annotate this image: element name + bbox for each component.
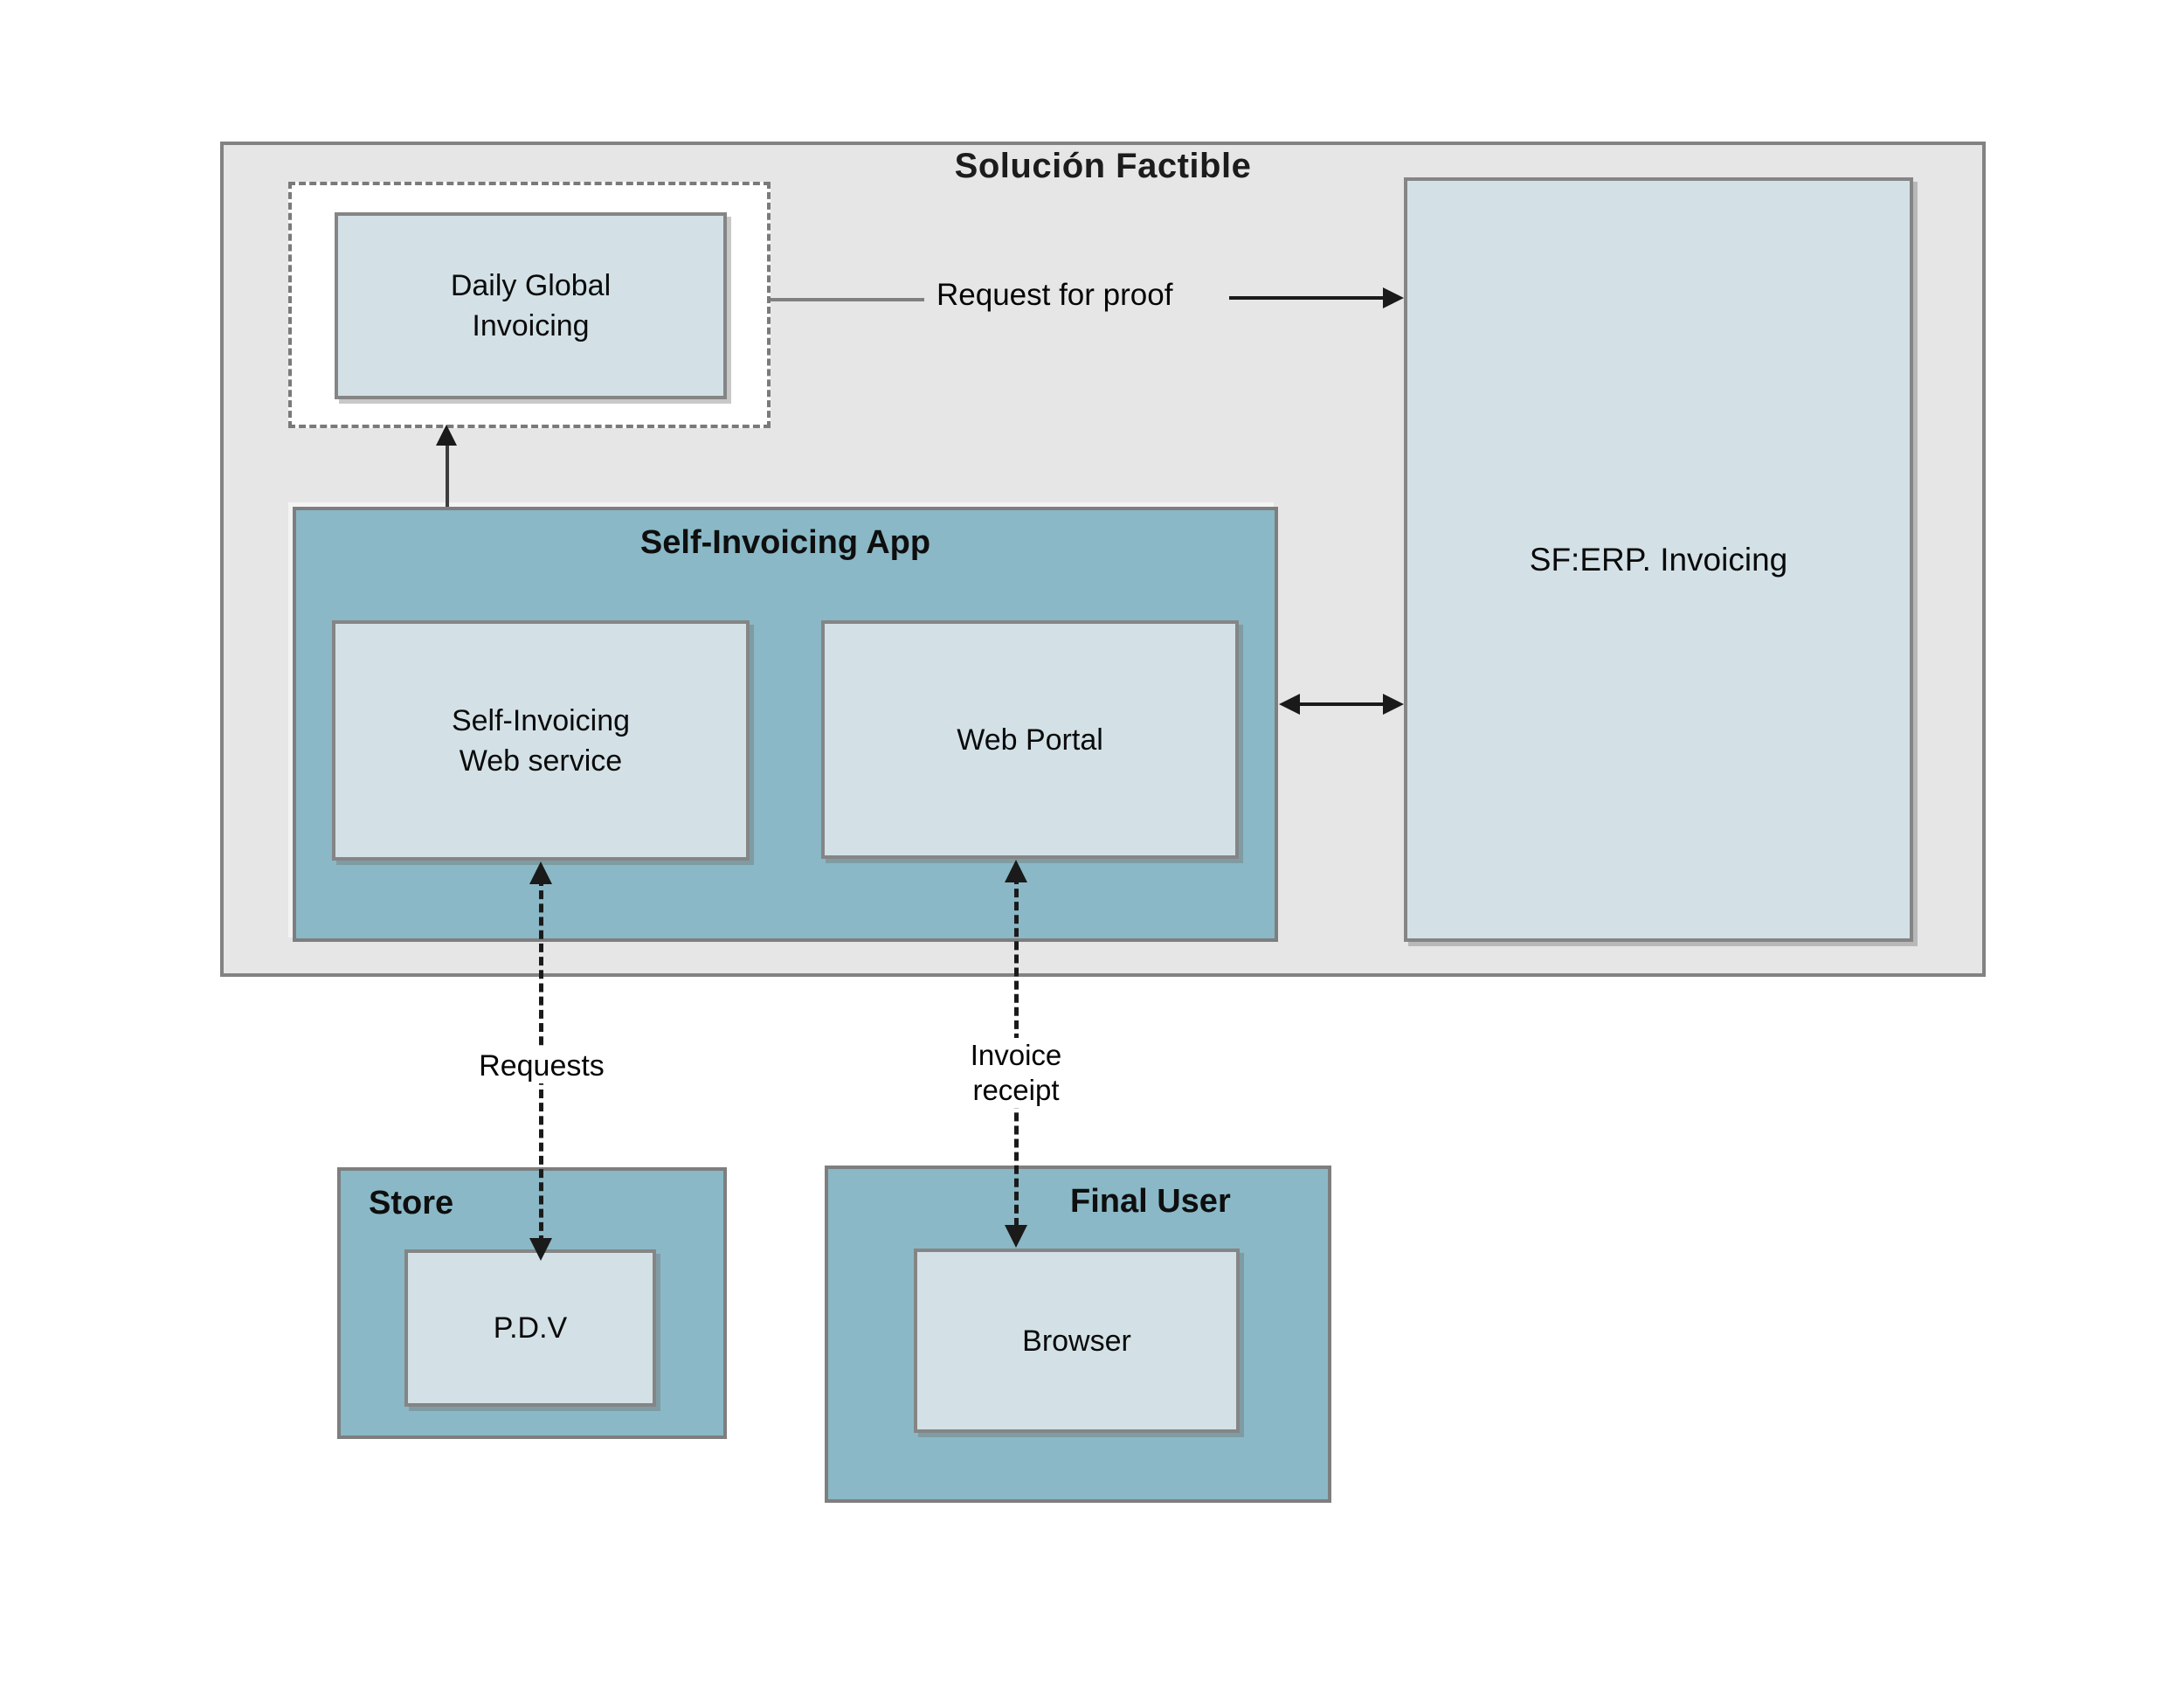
pdv-box: P.D.V <box>404 1249 656 1407</box>
request-for-proof-label: Request for proof <box>936 278 1173 312</box>
request-for-proof-arrowhead <box>1383 287 1404 308</box>
requests-label: Requests <box>461 1048 622 1083</box>
browser-box: Browser <box>914 1249 1240 1433</box>
final-user-title: Final User <box>1070 1183 1231 1220</box>
invoice-receipt-arrowhead-down <box>1005 1225 1027 1248</box>
invoice-receipt-label-line1: Invoice <box>970 1039 1062 1071</box>
app-to-daily-arrowhead-up <box>436 425 457 446</box>
store-title: Store <box>369 1185 454 1221</box>
self-invoicing-web-service-box: Self-Invoicing Web service <box>332 620 750 861</box>
browser-label: Browser <box>1022 1324 1131 1358</box>
requests-arrowhead-up <box>529 861 552 884</box>
request-for-proof-line-right <box>1229 296 1386 300</box>
requests-arrowhead-down <box>529 1238 552 1261</box>
daily-global-invoicing-box: Daily Global Invoicing <box>335 212 727 399</box>
app-erp-double-arrow-line <box>1291 702 1391 706</box>
invoice-receipt-label-line2: receipt <box>972 1074 1060 1106</box>
daily-global-invoicing-label-line1: Daily Global <box>450 269 612 302</box>
invoice-receipt-label: Invoice receipt <box>930 1038 1102 1108</box>
daily-global-invoicing-label-line2: Invoicing <box>472 309 590 342</box>
sferp-invoicing-box: SF:ERP. Invoicing <box>1404 177 1913 942</box>
app-erp-arrowhead-right <box>1383 694 1404 715</box>
pdv-label: P.D.V <box>493 1311 568 1345</box>
web-portal-box: Web Portal <box>821 620 1239 859</box>
invoice-receipt-arrowhead-up <box>1005 860 1027 882</box>
app-erp-arrowhead-left <box>1279 694 1300 715</box>
app-to-daily-arrow-line <box>446 433 449 507</box>
self-invoicing-app-title: Self-Invoicing App <box>639 524 931 561</box>
web-service-label-line2: Web service <box>459 744 623 778</box>
container-title: Solución Factible <box>954 147 1252 185</box>
web-portal-label: Web Portal <box>957 723 1103 757</box>
request-for-proof-line-left <box>771 298 924 301</box>
web-service-label-line1: Self-Invoicing <box>451 703 631 737</box>
sferp-invoicing-label: SF:ERP. Invoicing <box>1529 541 1788 578</box>
